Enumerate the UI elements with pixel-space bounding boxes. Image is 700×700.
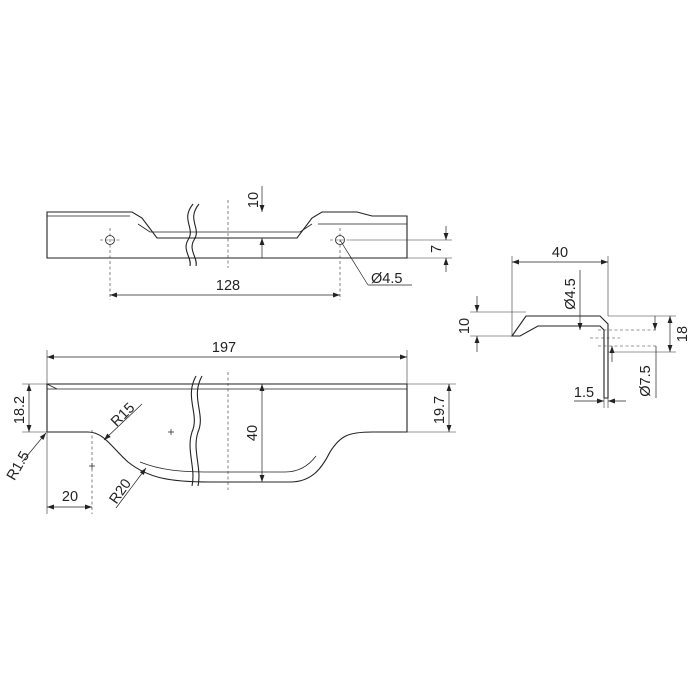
top-view-groove bbox=[137, 223, 313, 233]
r1-5-leader bbox=[21, 432, 47, 463]
dim-dia-4-5-label: Ø4.5 bbox=[371, 271, 402, 287]
front-view: 197 18.2 19.7 40 R15 R1.5 R20 20 bbox=[4, 340, 456, 514]
dim-128-label: 128 bbox=[216, 278, 240, 294]
front-view-outline bbox=[46, 383, 408, 483]
side-view: 40 Ø4.5 10 18 Ø7.5 1.5 bbox=[457, 245, 691, 408]
top-break-line bbox=[185, 203, 194, 267]
side-dia-7-5-label: Ø7.5 bbox=[638, 365, 654, 396]
dim-7-label: 7 bbox=[429, 245, 445, 253]
side-dim-1-5-label: 1.5 bbox=[574, 385, 594, 401]
front-center-mark-r15 bbox=[168, 429, 174, 435]
front-view-corner bbox=[46, 383, 58, 390]
dia-4-5-leader bbox=[339, 239, 369, 286]
front-view-finger-edge bbox=[139, 455, 317, 473]
dim-10-top-label: 10 bbox=[246, 192, 262, 208]
front-break-line bbox=[189, 375, 197, 487]
dim-20-label: 20 bbox=[62, 489, 78, 505]
r15-leader bbox=[103, 403, 143, 441]
front-break-line-2 bbox=[195, 375, 203, 487]
r20-leader bbox=[115, 467, 147, 509]
dim-40-label: 40 bbox=[245, 425, 261, 441]
dim-19-7-label: 19.7 bbox=[432, 396, 448, 424]
side-dia-4-5-label: Ø4.5 bbox=[563, 278, 579, 309]
side-dim-10-label: 10 bbox=[457, 318, 473, 334]
top-view-outline bbox=[46, 211, 408, 259]
top-view: 10 7 128 Ø4.5 bbox=[46, 186, 452, 300]
top-break-line-2 bbox=[191, 203, 200, 267]
r15-label: R15 bbox=[108, 400, 138, 430]
side-dim-18-label: 18 bbox=[675, 326, 691, 342]
side-dim-40-label: 40 bbox=[552, 245, 568, 261]
r20-label: R20 bbox=[107, 476, 135, 507]
dim-18-2-label: 18.2 bbox=[12, 396, 28, 424]
dim-197-label: 197 bbox=[212, 340, 236, 356]
